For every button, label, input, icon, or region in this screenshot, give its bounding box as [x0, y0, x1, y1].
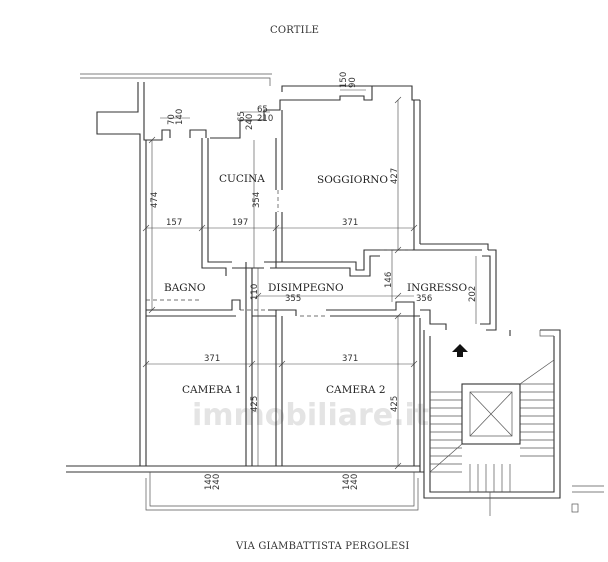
- dimension-lines: [142, 89, 477, 470]
- courtyard-label: CORTILE: [270, 25, 319, 36]
- dim-bottom-140-right: 140: [342, 474, 352, 490]
- interior-walls: [146, 110, 447, 466]
- dim-425-right: 425: [390, 396, 400, 412]
- room-label-bedroom-1: CAMERA 1: [182, 384, 242, 396]
- dim-371-left: 371: [204, 354, 220, 364]
- dim-146: 146: [384, 272, 394, 288]
- outer-walls: [66, 73, 497, 511]
- room-label-kitchen: CUCINA: [219, 173, 265, 185]
- entrance-arrow-icon: [452, 344, 468, 357]
- dim-top-90: 90: [348, 77, 358, 88]
- dim-65: 65: [257, 105, 268, 115]
- dim-240-top: 240: [245, 114, 255, 130]
- room-label-hallway: DISIMPEGNO: [268, 282, 344, 294]
- stairwell: [423, 329, 561, 516]
- dim-474: 474: [150, 192, 160, 208]
- dim-140-top: 140: [175, 109, 185, 125]
- watermark: immobiliare.it: [192, 398, 429, 433]
- dim-65b: 65: [237, 111, 247, 122]
- dim-371-top: 371: [342, 218, 358, 228]
- street-label: VIA GIAMBATTISTA PERGOLESI: [235, 541, 410, 552]
- door-openings: [146, 190, 414, 317]
- dim-210: 210: [257, 114, 273, 124]
- room-label-bathroom: BAGNO: [164, 282, 206, 294]
- room-label-living: SOGGIORNO: [317, 174, 388, 186]
- dim-356: 356: [416, 294, 432, 304]
- dim-bottom-140-left: 140: [204, 474, 214, 490]
- dim-bottom-240-left: 240: [212, 474, 222, 490]
- dim-top-150: 150: [339, 72, 349, 88]
- dim-70: 70: [167, 114, 177, 125]
- dim-bottom-240-right: 240: [350, 474, 360, 490]
- dim-202: 202: [468, 286, 478, 302]
- dim-354: 354: [252, 192, 262, 208]
- dim-110: 110: [250, 284, 260, 300]
- dim-157: 157: [166, 218, 182, 228]
- room-label-bedroom-2: CAMERA 2: [326, 384, 386, 396]
- dim-197: 197: [232, 218, 248, 228]
- dim-371-right: 371: [342, 354, 358, 364]
- room-label-entrance: INGRESSO: [407, 282, 467, 294]
- dim-355: 355: [285, 294, 301, 304]
- dim-425-left: 425: [250, 396, 260, 412]
- dim-427: 427: [390, 168, 400, 184]
